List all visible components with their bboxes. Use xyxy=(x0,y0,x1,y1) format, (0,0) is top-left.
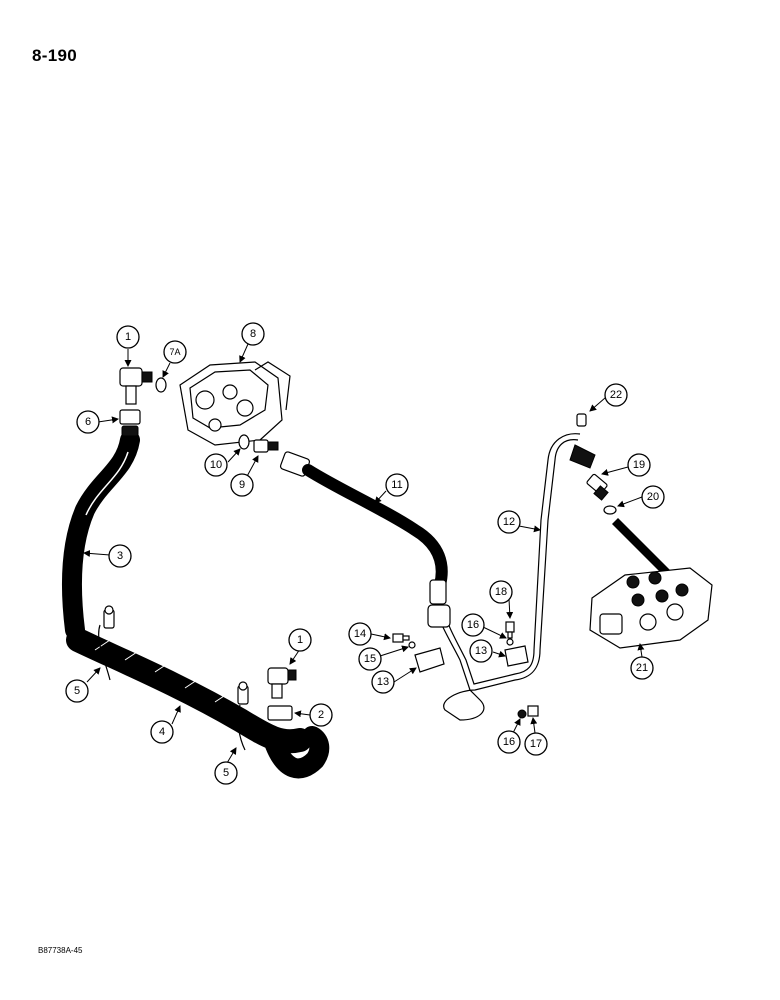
callout-2: 2 xyxy=(309,703,333,727)
callout-1: 1 xyxy=(288,628,312,652)
callout-10: 10 xyxy=(204,453,228,477)
svg-text:20: 20 xyxy=(647,491,659,503)
pressure-hose xyxy=(279,451,448,605)
svg-text:1: 1 xyxy=(125,331,131,343)
lower-hose xyxy=(66,628,330,779)
elbow-fitting xyxy=(119,367,153,405)
callout-4: 4 xyxy=(150,720,174,744)
suction-hose xyxy=(62,430,140,640)
callout-19: 19 xyxy=(627,453,651,477)
washer-16-upper xyxy=(506,638,514,646)
svg-text:1: 1 xyxy=(297,634,303,646)
svg-text:6: 6 xyxy=(85,416,91,428)
svg-text:5: 5 xyxy=(74,685,80,697)
tube-end-nut xyxy=(569,444,596,469)
svg-text:21: 21 xyxy=(636,662,648,674)
page-number: 8-190 xyxy=(32,46,77,65)
callout-7a: 7A xyxy=(163,340,187,364)
callout-5-lower: 5 xyxy=(214,761,238,785)
callout-13-left: 13 xyxy=(371,670,395,694)
svg-text:11: 11 xyxy=(391,479,402,491)
hose-nut-2 xyxy=(267,705,293,721)
svg-text:13: 13 xyxy=(377,676,389,688)
callout-14: 14 xyxy=(348,622,372,646)
bolt-14 xyxy=(392,633,410,643)
steel-tube xyxy=(427,433,581,721)
svg-text:17: 17 xyxy=(530,738,542,750)
hose-clamp-lower xyxy=(237,681,249,751)
callout-3: 3 xyxy=(108,544,132,568)
svg-text:14: 14 xyxy=(354,628,366,640)
plug-22 xyxy=(576,413,587,427)
callout-22: 22 xyxy=(604,383,628,407)
callout-8: 8 xyxy=(241,322,265,346)
tube-clamp-right xyxy=(504,645,529,667)
svg-text:4: 4 xyxy=(159,726,165,738)
svg-text:7A: 7A xyxy=(169,347,180,357)
o-ring-10 xyxy=(238,434,250,450)
valve-port-arrow xyxy=(612,518,670,576)
svg-text:5: 5 xyxy=(223,767,229,779)
callout-16-lower: 16 xyxy=(497,730,521,754)
o-ring-7a xyxy=(155,377,167,393)
svg-text:18: 18 xyxy=(495,586,507,598)
leader-lines xyxy=(83,343,645,764)
tube-clamp-left xyxy=(414,647,445,673)
callout-20: 20 xyxy=(641,485,665,509)
straight-fitting-9 xyxy=(253,439,279,453)
svg-text:15: 15 xyxy=(364,653,376,665)
callout-7: 1 xyxy=(116,325,140,349)
callout-9: 9 xyxy=(230,473,254,497)
svg-text:22: 22 xyxy=(610,389,622,401)
svg-text:10: 10 xyxy=(210,459,222,471)
svg-text:16: 16 xyxy=(503,736,515,748)
callout-11: 11 xyxy=(385,473,409,497)
nut-17 xyxy=(527,705,539,717)
svg-text:19: 19 xyxy=(633,459,645,471)
svg-text:12: 12 xyxy=(503,516,515,528)
bolt-18 xyxy=(505,621,515,639)
svg-text:13: 13 xyxy=(475,645,487,657)
elbow-fitting-1 xyxy=(267,667,297,699)
svg-text:8: 8 xyxy=(250,328,256,340)
callout-12: 12 xyxy=(497,510,521,534)
washer-15 xyxy=(408,641,416,649)
adapter-19 xyxy=(586,473,609,501)
callout-15: 15 xyxy=(358,647,382,671)
callout-13-right: 13 xyxy=(469,639,493,663)
hydraulic-pump xyxy=(179,361,291,446)
svg-text:16: 16 xyxy=(467,619,479,631)
hose-nut xyxy=(119,409,141,437)
hose-clamp-upper xyxy=(98,605,115,681)
callout-6: 6 xyxy=(76,410,100,434)
svg-text:2: 2 xyxy=(318,709,324,721)
callout-21: 21 xyxy=(630,656,654,680)
callout-16-upper: 16 xyxy=(461,613,485,637)
o-ring-20 xyxy=(603,505,617,515)
washer-16-lower xyxy=(517,709,527,719)
figure-code: B87738A-45 xyxy=(38,946,83,955)
svg-text:3: 3 xyxy=(117,550,123,562)
callout-5-upper: 5 xyxy=(65,679,89,703)
callout-17: 17 xyxy=(524,732,548,756)
svg-text:9: 9 xyxy=(239,479,245,491)
callout-18: 18 xyxy=(489,580,513,604)
control-valve xyxy=(589,567,713,649)
